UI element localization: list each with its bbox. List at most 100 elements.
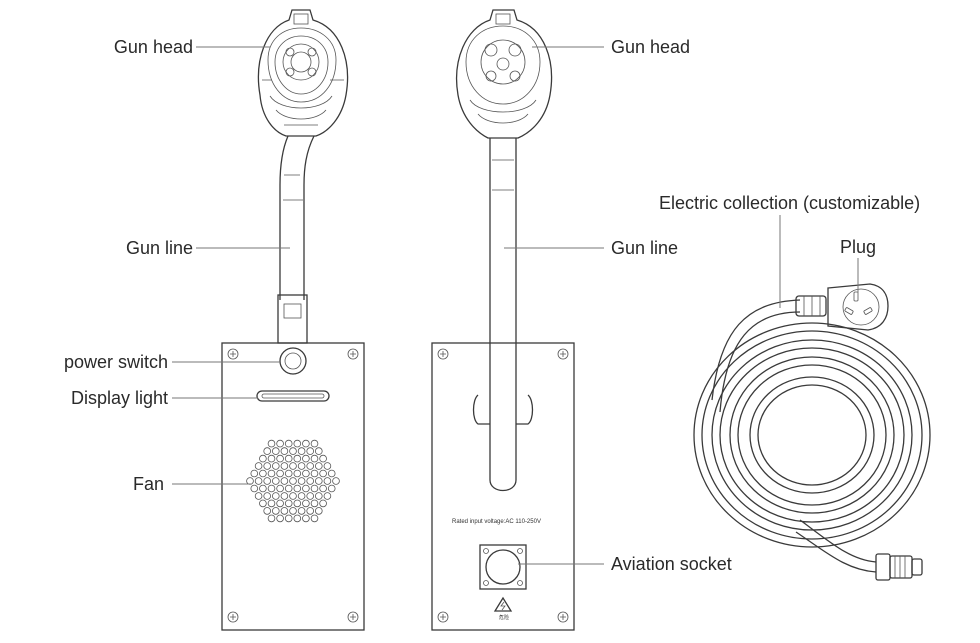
power-switch-button[interactable] bbox=[279, 347, 307, 375]
fan-hole bbox=[327, 469, 336, 478]
fan-hole bbox=[276, 499, 284, 508]
back-gun-line bbox=[472, 138, 534, 492]
plug-label: Plug bbox=[840, 237, 877, 257]
back-unit bbox=[431, 9, 575, 631]
fan-hole bbox=[276, 514, 284, 523]
fan-hole bbox=[293, 514, 302, 523]
fan-hole bbox=[284, 439, 293, 448]
coil-ring bbox=[729, 356, 895, 514]
fan-hole bbox=[293, 454, 302, 463]
fan-hole bbox=[289, 492, 297, 500]
fan-hole bbox=[323, 462, 332, 470]
fan-hole bbox=[259, 484, 267, 493]
fan-hole bbox=[302, 454, 310, 463]
fan-hole bbox=[276, 469, 284, 478]
fan-hole bbox=[271, 447, 280, 455]
plug-body bbox=[795, 283, 889, 331]
fan-hole bbox=[280, 492, 289, 500]
fan-hole bbox=[250, 469, 259, 478]
fan-hole bbox=[271, 507, 280, 515]
fan-hole bbox=[263, 462, 272, 470]
fan-hole bbox=[271, 492, 280, 500]
aviation-socket-label: Aviation socket bbox=[611, 554, 732, 574]
coil-ring bbox=[711, 339, 913, 531]
front-gun-head-label: Gun head bbox=[113, 37, 193, 57]
fan-hole bbox=[310, 469, 319, 478]
cable-coil bbox=[693, 283, 931, 581]
fan-hole bbox=[259, 454, 267, 463]
warning-triangle-icon bbox=[493, 596, 513, 612]
fan-hole bbox=[332, 477, 340, 485]
fan-hole bbox=[263, 477, 272, 485]
display-light-label: Display light bbox=[70, 388, 168, 408]
coil-ring bbox=[749, 376, 875, 494]
back-gun-head bbox=[456, 9, 553, 139]
fan-hole bbox=[271, 477, 280, 485]
fan-hole bbox=[310, 484, 319, 493]
fan-hole bbox=[314, 492, 323, 500]
fan-hole bbox=[302, 499, 310, 508]
fan-hole bbox=[297, 447, 306, 455]
fan-hole bbox=[310, 454, 319, 463]
fan-hole bbox=[254, 462, 263, 470]
fan-hole bbox=[306, 492, 315, 500]
fan-hole bbox=[246, 477, 254, 485]
coil-ring bbox=[701, 330, 923, 540]
fan-hole bbox=[306, 462, 315, 470]
fan-hole bbox=[284, 499, 293, 508]
fan-hole bbox=[267, 499, 276, 508]
fan-hole bbox=[297, 477, 306, 485]
leader-lines bbox=[172, 46, 859, 565]
fan-hole bbox=[276, 484, 284, 493]
back-gun-head-label: Gun head bbox=[611, 37, 691, 57]
fan-hole bbox=[276, 439, 284, 448]
fan-hole bbox=[280, 507, 289, 515]
fan-hole bbox=[289, 462, 297, 470]
fan-hole bbox=[289, 477, 297, 485]
fan-hole bbox=[302, 469, 310, 478]
coil-ring bbox=[757, 384, 867, 486]
fan-hole bbox=[293, 469, 302, 478]
back-panel bbox=[431, 342, 575, 631]
fan-hole bbox=[302, 484, 310, 493]
fan-hole bbox=[319, 484, 327, 493]
fan-hole bbox=[306, 447, 315, 455]
fan-hole bbox=[259, 499, 267, 508]
display-light-bar bbox=[256, 390, 330, 402]
fan-hole bbox=[267, 454, 276, 463]
fan-hole bbox=[267, 484, 276, 493]
fan-hole bbox=[319, 469, 327, 478]
fan-hole bbox=[314, 447, 323, 455]
fan-hole bbox=[327, 484, 336, 493]
fan-hole bbox=[302, 439, 310, 448]
fan-hole bbox=[293, 439, 302, 448]
fan-hole bbox=[297, 492, 306, 500]
fan-hole bbox=[289, 507, 297, 515]
fan-hole bbox=[323, 477, 332, 485]
warning-caption: 危险 bbox=[499, 615, 510, 621]
coil-ring bbox=[693, 322, 931, 548]
fan-hole bbox=[267, 469, 276, 478]
fan-hole bbox=[263, 507, 272, 515]
fan-hole bbox=[254, 477, 263, 485]
fan-hole bbox=[297, 462, 306, 470]
power-switch-label: power switch bbox=[63, 352, 168, 372]
fan-hole bbox=[302, 514, 310, 523]
coil-ring bbox=[737, 364, 887, 506]
fan-hole bbox=[310, 439, 319, 448]
fan-hole bbox=[306, 477, 315, 485]
electric-collection-label: Electric collection (customizable) bbox=[659, 193, 921, 213]
fan-hole bbox=[271, 462, 280, 470]
fan-hole bbox=[284, 514, 293, 523]
aviation-connector bbox=[875, 553, 923, 581]
fan-hole bbox=[293, 484, 302, 493]
front-gun-line bbox=[277, 135, 315, 344]
fan-hole bbox=[276, 454, 284, 463]
front-gun-line-label: Gun line bbox=[125, 238, 193, 258]
fan-hole bbox=[319, 454, 327, 463]
fan-hole bbox=[280, 477, 289, 485]
coil-ring bbox=[719, 347, 905, 523]
fan-hole bbox=[314, 477, 323, 485]
fan-hole bbox=[267, 514, 276, 523]
